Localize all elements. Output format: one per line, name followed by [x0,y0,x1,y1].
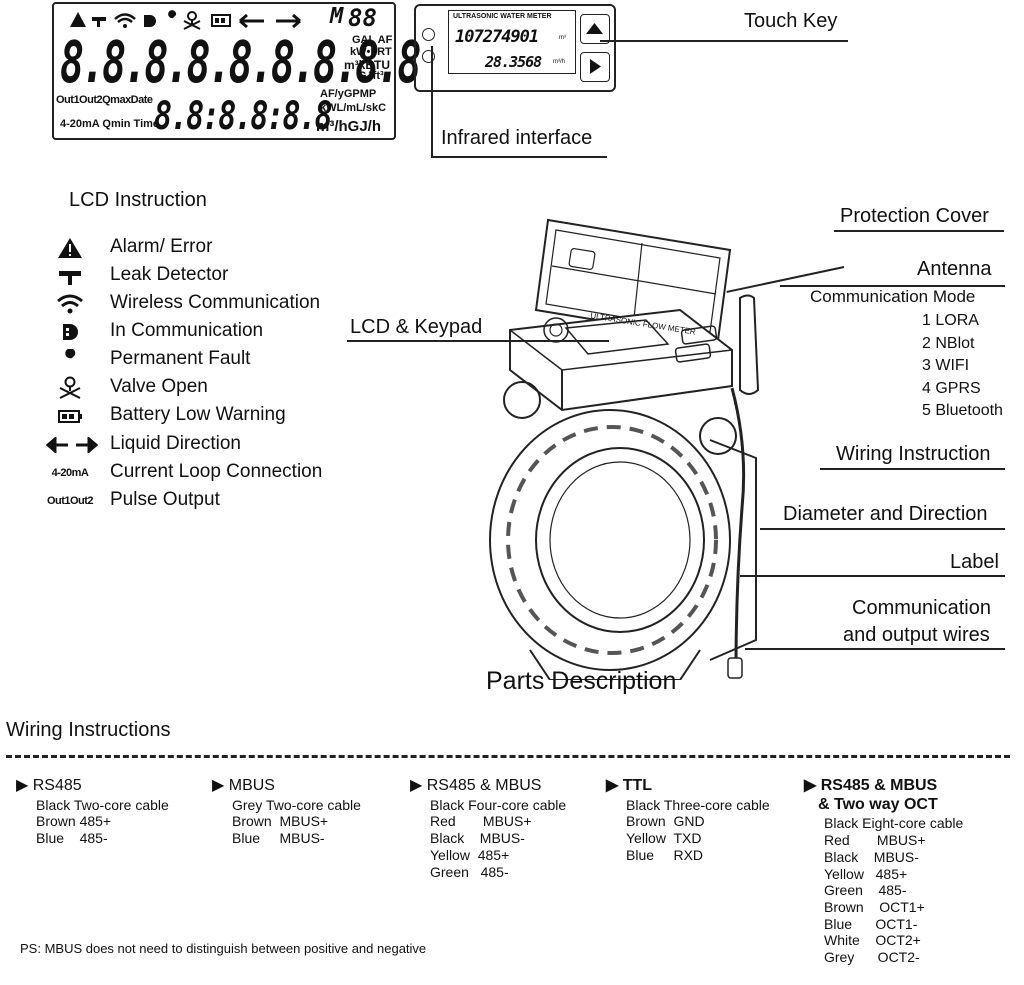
lcd-display-panel: M 88 8.8.8.8.8.8.8.8.8 GAL AF kW•hRT m³k… [52,2,421,140]
comm-mode-wifi: 3 WIFI [922,357,970,375]
infrared-port-2 [422,50,435,63]
battery-icon [58,410,82,423]
meter-reading-1: 107274901 [455,27,539,47]
wiring-col-rs485: ▶ RS485 Black Two-core cable Brown 485+ … [16,777,169,847]
valve-icon [183,11,201,30]
label-callout: Label [950,551,999,573]
unit-gj-ft3: GJft³ [358,70,384,82]
battery-icon [211,14,231,27]
meter-face: ULTRASONIC WATER METER 107274901 m³ 28.3… [414,4,616,92]
lcd-item-leak: Leak Detector [46,263,336,289]
meter-reading-2-unit: m³/h [553,59,565,65]
up-arrow-icon [586,23,603,34]
communication-cable [730,387,746,669]
pipe-ring [489,409,731,671]
wiring-col-ttl: ▶ TTL Black Three-core cable Brown GND Y… [606,777,770,863]
meter-housing [509,308,733,412]
wifi-icon [57,294,83,314]
meter-screen: ULTRASONIC WATER METER 107274901 m³ 28.3… [448,10,576,74]
lcd-item-liquid-direction: Liquid Direction [46,432,336,458]
unit-gal-af: GAL AF [352,34,393,46]
comm-mode-bluetooth: 5 Bluetooth [922,402,1003,420]
lcd-item-valve-open: Valve Open [46,375,336,401]
touch-key-label: Touch Key [744,10,838,32]
wiring-col-rs485-mbus: ▶ RS485 & MBUS Black Four-core cable Red… [410,777,567,880]
comm-mode-nbiot: 2 NBlot [922,334,975,352]
wiring-col-rs485-mbus-oct: ▶ RS485 & MBUS & Two way OCT Black Eight… [804,777,964,966]
lcd-item-wireless: Wireless Communication [46,291,336,317]
wiring-divider [6,755,1010,758]
wrench-icon [61,349,76,369]
wiring-note: PS: MBUS does not need to distinguish be… [20,941,427,956]
arrow-left-icon [239,13,264,29]
unit-kwh: kW•hRT [350,46,392,58]
lcd-instruction-title: LCD Instruction [69,189,207,211]
wiring-col-mbus: ▶ MBUS Grey Two-core cable Brown MBUS+ B… [212,777,361,847]
current-loop-icon: 4-20mA [51,467,89,479]
lcd-left-labels-1: Out1Out2QmaxDate [56,94,153,106]
lcd-item-pulse-output: Out1Out2 Pulse Output [46,488,336,514]
touch-key-line [600,40,848,42]
infrared-line [431,46,433,156]
meter-reading-1-unit: m³ [559,35,566,41]
leak-icon [59,271,81,285]
communication-mode-title: Communication Mode [810,287,976,306]
unit-kwl: kWL/mL/skC [320,102,387,114]
unit-m3-kbtu: m³kBTU [344,58,391,72]
lcd-top-icons [70,10,301,30]
antenna [739,294,760,395]
meter-reading-2: 28.3568 [485,53,542,71]
parts-description-title: Parts Description [486,667,677,695]
comm-mode-lora: 1 LORA [922,312,979,329]
lcd-item-alarm: Alarm/ Error [46,235,336,261]
meter-title: ULTRASONIC WATER METER [453,13,552,20]
valve-icon [59,376,81,399]
wiring-instructions-title: Wiring Instructions [6,719,171,741]
lcd-item-current-loop: 4-20mA Current Loop Connection [46,460,336,486]
communication-mode-list: 1 LORA 2 NBlot 3 WIFI 4 GPRS 5 Bluetooth [922,310,1003,423]
leak-icon [92,17,106,27]
comm-wires-label-2: and output wires [843,624,990,646]
alarm-icon [58,238,82,258]
comm-mode-gprs: 4 GPRS [922,379,981,397]
direction-icon [46,437,98,453]
pulse-icon: Out1Out2 [46,495,94,507]
lcd-item-permanent-fault: Permanent Fault [46,347,336,373]
protection-cover-label: Protection Cover [840,205,989,227]
wrench-icon [164,10,177,27]
wifi-icon [114,13,136,20]
lcd-second-digits: 8.8:8.8:8.8 [154,94,333,140]
lcd-window [564,319,670,355]
wiring-instruction-label: Wiring Instruction [836,443,991,465]
diameter-direction-label: Diameter and Direction [783,503,988,525]
lcd-main-digits: 8.8.8.8.8.8.8.8.8 [60,30,421,97]
unit-af-gpm: AF/yGPMP [320,88,377,100]
lcd-top-digits: 88 [348,4,377,32]
communication-icon [63,324,78,340]
alarm-icon [70,12,86,27]
right-arrow-icon [590,59,601,74]
lcd-keypad-label: LCD & Keypad [350,316,483,338]
infrared-label: Infrared interface [441,127,593,149]
unit-m3h: m³/hGJ/h [316,118,382,135]
flow-meter-illustration: ULTRASONIC FLOW METER [489,218,760,680]
lcd-item-in-communication: In Communication [46,319,336,345]
arrow-right-icon [276,13,301,29]
antenna-label: Antenna [917,258,992,280]
touch-key-up[interactable] [580,14,610,44]
touch-key-next[interactable] [580,52,610,82]
comm-wires-label-1: Communication [852,597,991,619]
communication-icon [144,15,156,27]
lcd-mode-letter: M [330,4,344,29]
lcd-item-battery-low: Battery Low Warning [46,403,336,429]
lcd-left-labels-2: 4-20mA Qmin Time [60,118,160,130]
infrared-port-1 [422,28,435,41]
